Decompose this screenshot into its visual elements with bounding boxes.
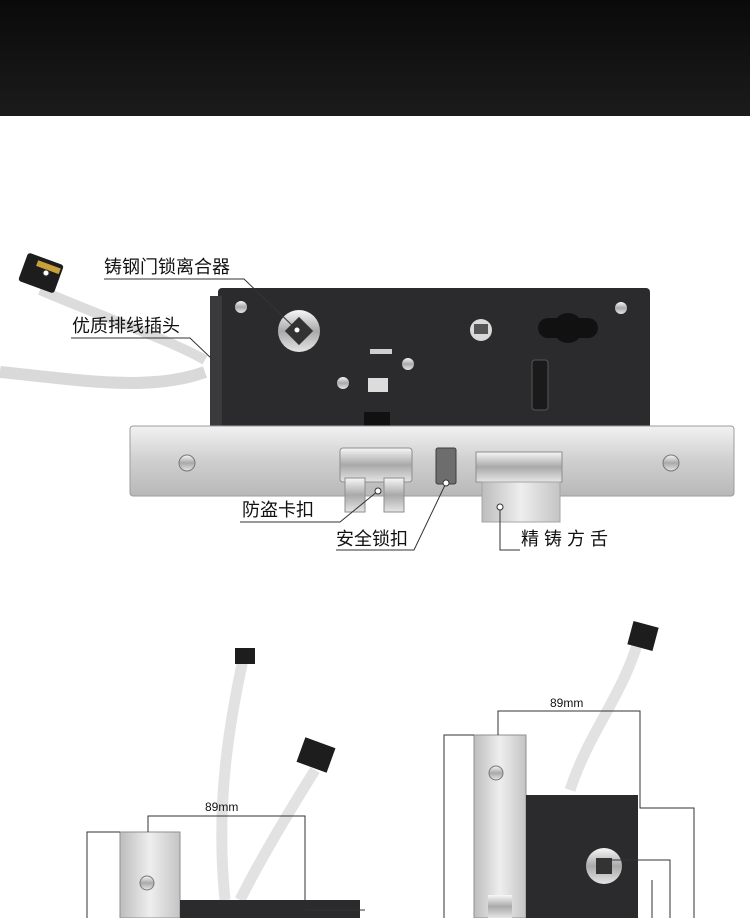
safety-latch: [435, 447, 457, 485]
faceplate: [129, 425, 735, 497]
dimension-left-width: 89mm: [205, 800, 239, 814]
faceplate-side: [119, 831, 181, 918]
faceplate-side: [473, 734, 527, 918]
connector-plug: [296, 737, 336, 773]
lock-case: [526, 795, 638, 918]
case-screw-icon: [337, 377, 349, 389]
connector-plug: [235, 648, 255, 664]
case-screw-icon: [615, 302, 627, 314]
case-edge: [210, 296, 222, 428]
case-screw-icon: [235, 301, 247, 313]
faceplate-screw-icon: [662, 454, 680, 472]
anti-theft-latch: [339, 447, 413, 483]
callout-safety-latch: 安全锁扣: [336, 529, 408, 549]
callout-square-bolt: 精 铸 方 舌: [521, 529, 609, 549]
bottom-left-view: [86, 648, 365, 918]
bottom-right-view: [443, 621, 695, 918]
connector-plug: [18, 253, 64, 293]
faceplate-screw-icon: [178, 454, 196, 472]
case-screw-icon: [402, 358, 414, 370]
faceplate-screw-icon: [488, 765, 504, 781]
cable-sheath: [0, 366, 208, 389]
callout-clutch: 铸钢门锁离合器: [104, 257, 230, 277]
faceplate-screw-icon: [139, 875, 155, 891]
callout-anti-theft: 防盗卡扣: [242, 500, 314, 520]
dimension-right-width: 89mm: [550, 696, 584, 710]
square-bolt: [475, 451, 563, 483]
connector-plug: [627, 621, 659, 651]
callout-connector: 优质排线插头: [72, 316, 180, 336]
dark-header-band: [0, 0, 750, 116]
lock-case: [218, 288, 650, 436]
callout-leaders: [42, 269, 520, 551]
cable-sheath-upper: [38, 285, 208, 365]
